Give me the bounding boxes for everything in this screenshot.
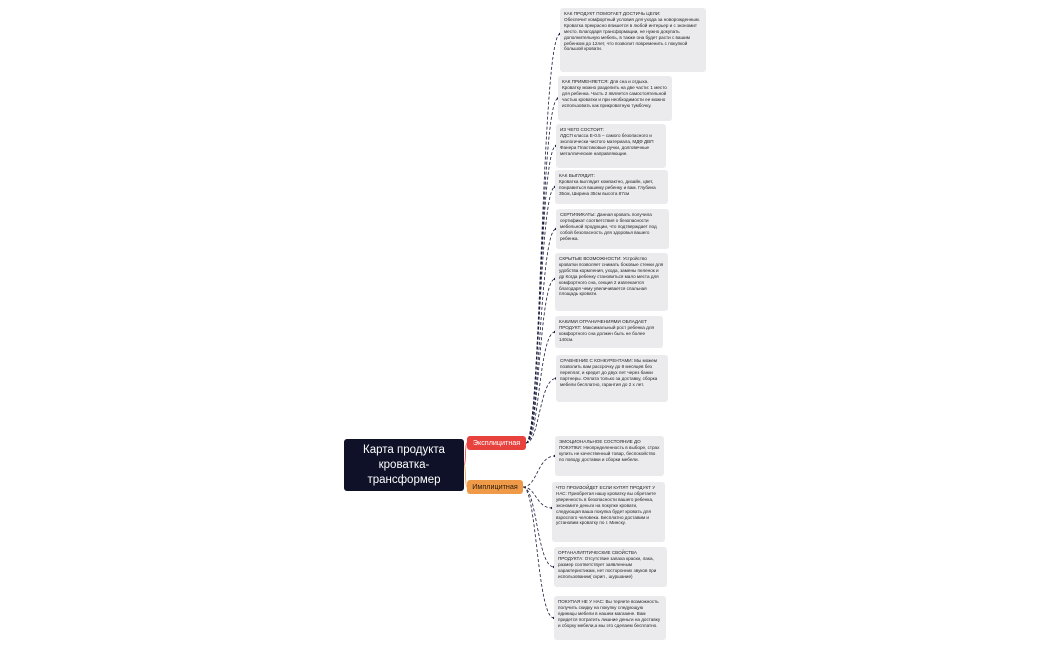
card-explicit-hidden-features[interactable]: СКРЫТЫЕ ВОЗМОЖНОСТИ: Устройство кроватки… [555,253,668,311]
card-implicit-outcome[interactable]: ЧТО ПРОИЗОЙДЕТ ЕСЛИ КУПЯТ ПРОДУКТ У НАС:… [552,482,665,542]
link-card-explicit-limitations [525,331,556,444]
link-root-implicit [463,464,468,488]
link-card-implicit-emotion [522,455,556,488]
link-card-explicit-competitors [525,378,557,444]
branch-explicit[interactable]: Эксплицитная [467,436,526,450]
card-explicit-competitors[interactable]: СРАВНЕНИЕ С КОНКУРЕНТАМИ: Мы можем позво… [556,355,668,402]
link-card-implicit-outcome [522,486,553,509]
link-card-explicit-hidden-features [525,278,556,444]
root-node[interactable]: Карта продукта кроватка-трансформер [344,439,464,491]
card-explicit-appearance[interactable]: КАК ВЫГЛЯДИТ: Кроватка выглядит компактн… [555,170,668,204]
card-explicit-goal[interactable]: КАК ПРОДУКТ ПОМОГАЕТ ДОСТИЧЬ ЦЕЛИ: Обесп… [560,8,706,72]
card-explicit-material[interactable]: ИЗ ЧЕГО СОСТОИТ: ЛДСП класса Е-0.5 – сам… [556,124,666,168]
link-root-explicit [463,442,468,466]
card-implicit-elsewhere[interactable]: ПОКУПАЯ НЕ У НАС: Вы теряете возможность… [554,596,666,640]
link-card-implicit-elsewhere [522,486,555,619]
link-card-explicit-material [525,145,557,444]
card-explicit-limitations[interactable]: КАКИМИ ОГРАНИЧЕНИЯМИ ОБЛАДАЕТ ПРОДУКТ: М… [555,316,663,348]
card-implicit-organoleptic[interactable]: ОРГАНАЛИПТИЧЕСКИЕ СВОЙСТВА ПРОДУКТА: Отс… [554,547,667,587]
link-card-implicit-organoleptic [522,486,555,568]
card-implicit-emotion[interactable]: ЭМОЦИОНАЛЬНОЕ СОСТОЯНИЕ ДО ПОКУПКИ: Неоп… [555,436,664,476]
link-card-explicit-appearance [525,186,556,444]
branch-implicit[interactable]: Имплицитная [467,480,523,494]
card-explicit-usage[interactable]: КАК ПРИМЕНЯЕТСЯ: Для сна и отдыха. Крова… [558,76,672,121]
link-card-explicit-usage [525,98,559,444]
link-card-explicit-certificates [525,228,557,444]
card-explicit-certificates[interactable]: СЕРТИФИКАТЫ: Данная кровать получила сер… [556,209,669,249]
